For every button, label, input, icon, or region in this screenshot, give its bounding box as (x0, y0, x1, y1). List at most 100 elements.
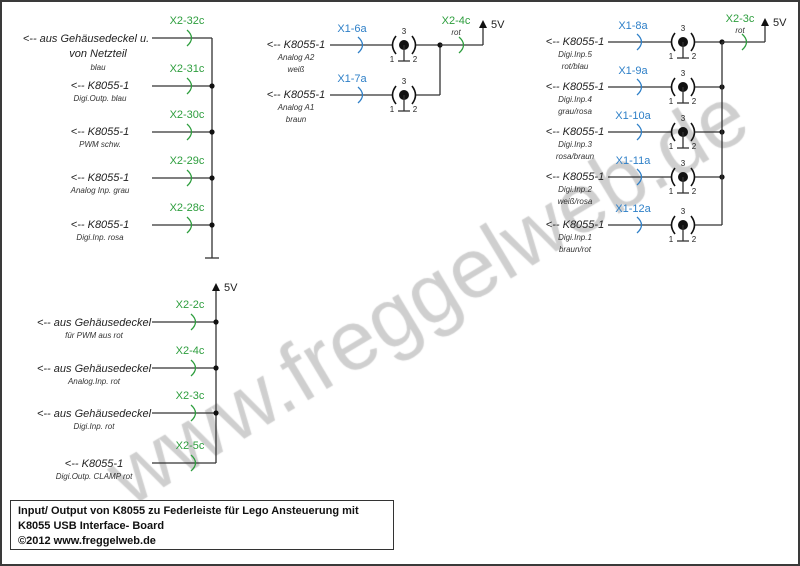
source-label: <-- K8055-1 (546, 81, 604, 93)
switch-pin-2: 2 (413, 55, 418, 64)
switch-pin-3: 3 (681, 24, 686, 33)
junction-dot (209, 129, 215, 135)
connector-socket-icon (190, 313, 197, 331)
output-connector-label: X2-3c (726, 13, 755, 25)
connector-socket-icon (636, 78, 643, 96)
wire-color-label: braun/rot (559, 245, 592, 254)
switch-pin-3: 3 (681, 114, 686, 123)
junction-dot (209, 83, 215, 89)
switch-pin-2: 2 (413, 105, 418, 114)
connector-label: X2-4c (176, 345, 205, 357)
source-label: <-- K8055-1 (71, 126, 129, 138)
connector-label: X2-29c (170, 155, 205, 167)
connector-socket-icon (636, 123, 643, 141)
supply-label-5v: 5V (224, 282, 238, 294)
source-label: <-- K8055-1 (71, 172, 129, 184)
wire-color-label: rosa/braun (556, 152, 595, 161)
connector-label: X2-31c (170, 63, 205, 75)
switch-bracket-icon (670, 122, 676, 142)
signal-label: PWM schw. (79, 140, 121, 149)
switch-bracket-icon (690, 32, 696, 52)
connector-label: X2-2c (176, 299, 205, 311)
switch-bracket-icon (690, 77, 696, 97)
title-block: Input/ Output von K8055 zu Federleiste f… (10, 500, 394, 550)
switch-pin-1: 1 (669, 142, 674, 151)
connector-label: X2-32c (170, 15, 205, 27)
switch-pin-2: 2 (692, 97, 697, 106)
junction-dot (209, 175, 215, 181)
signal-label: Digi.Outp. CLAMP rot (56, 472, 133, 481)
output-color-label: rot (735, 26, 745, 35)
connector-socket-icon (636, 216, 643, 234)
connector-socket-icon (186, 77, 193, 95)
wire-color-label: braun (286, 115, 307, 124)
signal-label: Digi.Outp. blau (74, 94, 127, 103)
junction-dot (213, 365, 219, 371)
source-label: <-- K8055-1 (546, 171, 604, 183)
switch-pin-3: 3 (681, 69, 686, 78)
switch-bracket-icon (690, 215, 696, 235)
connector-socket-icon (186, 169, 193, 187)
title-line-1: Input/ Output von K8055 zu Federleiste f… (18, 505, 359, 517)
wire-color-label: weiß (288, 65, 305, 74)
wire-color-label: rot/blau (562, 62, 589, 71)
connector-label: X1-11a (616, 155, 652, 167)
source-label: <-- K8055-1 (546, 126, 604, 138)
switch-bracket-icon (670, 77, 676, 97)
connector-label: X1-10a (615, 110, 651, 122)
source-label: <-- K8055-1 (546, 36, 604, 48)
source-label: <-- K8055-1 (71, 80, 129, 92)
source-label: <-- aus Gehäusedeckel u. (23, 33, 149, 45)
switch-pin-1: 1 (390, 105, 395, 114)
connector-socket-icon (186, 216, 193, 234)
connector-socket-icon (357, 86, 364, 104)
connector-label: X2-3c (176, 390, 205, 402)
supply-arrow-icon (761, 18, 769, 26)
connector-label: X2-28c (170, 202, 205, 214)
switch-pin-3: 3 (402, 27, 407, 36)
output-color-label: rot (451, 28, 461, 37)
wire-color-label: grau/rosa (558, 107, 592, 116)
connector-socket-icon (186, 29, 193, 47)
switch-pin-2: 2 (692, 142, 697, 151)
signal-label: Analog A1 (277, 103, 315, 112)
switch-bracket-icon (411, 85, 417, 105)
switch-pin-2: 2 (692, 52, 697, 61)
signal-label: Digi.Inp.4 (558, 95, 592, 104)
switch-pin-3: 3 (681, 159, 686, 168)
connector-socket-icon (458, 36, 465, 54)
connector-socket-icon (357, 36, 364, 54)
junction-dot (213, 410, 219, 416)
switch-bracket-icon (391, 35, 397, 55)
connector-socket-icon (636, 33, 643, 51)
signal-label: Digi.Inp.3 (558, 140, 592, 149)
connector-label: X1-8a (618, 20, 648, 32)
switch-bracket-icon (391, 85, 397, 105)
switch-bracket-icon (690, 167, 696, 187)
source-label: <-- K8055-1 (267, 39, 325, 51)
source-label: von Netzteil (69, 48, 127, 60)
source-label: <-- K8055-1 (65, 458, 123, 470)
connector-label: X1-6a (337, 23, 367, 35)
source-label: <-- aus Gehäusedeckel (37, 317, 152, 329)
supply-label-5v: 5V (491, 19, 505, 31)
signal-label: Analog A2 (277, 53, 315, 62)
switch-bracket-icon (411, 35, 417, 55)
source-label: <-- aus Gehäusedeckel (37, 408, 152, 420)
signal-label: Analog Inp. grau (70, 186, 130, 195)
connector-socket-icon (186, 123, 193, 141)
title-line-2: K8055 USB Interface- Board (18, 520, 165, 532)
wire-color-label: weiß/rosa (558, 197, 593, 206)
supply-arrow-icon (479, 20, 487, 28)
junction-dot (209, 222, 215, 228)
switch-pin-2: 2 (692, 187, 697, 196)
switch-pin-1: 1 (669, 52, 674, 61)
connector-socket-icon (190, 404, 197, 422)
connector-socket-icon (190, 359, 197, 377)
source-label: <-- K8055-1 (546, 219, 604, 231)
signal-label: Digi.Inp. rosa (76, 233, 124, 242)
connector-label: X1-12a (615, 203, 651, 215)
switch-bracket-icon (690, 122, 696, 142)
